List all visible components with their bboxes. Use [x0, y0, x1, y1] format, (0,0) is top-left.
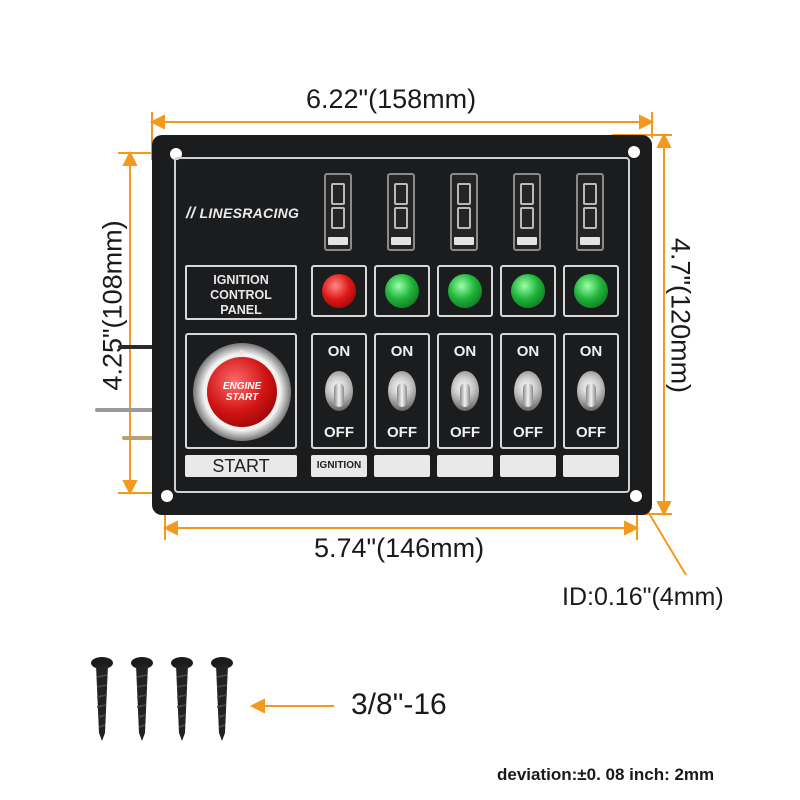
fuse-holder-icon[interactable] — [324, 173, 352, 251]
toggle-switch-4[interactable]: ON OFF — [500, 333, 556, 449]
screw-icon — [210, 656, 234, 742]
left-height-dimension: 4.25"(108mm) — [97, 220, 128, 391]
toggle-switch-3[interactable]: ON OFF — [437, 333, 493, 449]
blank-label — [500, 455, 556, 477]
engine-start-button[interactable]: ENGINE START — [193, 343, 291, 441]
indicator-lamp-5 — [563, 265, 619, 317]
panel-title: IGNITION CONTROL PANEL — [185, 265, 297, 320]
fuse-holder-icon[interactable] — [513, 173, 541, 251]
fuse-holder-icon[interactable] — [576, 173, 604, 251]
mounting-hole — [161, 490, 173, 502]
panel-frame — [174, 157, 630, 493]
screw-icon — [130, 656, 154, 742]
top-width-dimension: 6.22"(158mm) — [306, 84, 477, 114]
wire — [95, 408, 155, 412]
toggle-switch-2[interactable]: ON OFF — [374, 333, 430, 449]
screw-icon — [90, 656, 114, 742]
wire — [122, 436, 156, 440]
ignition-label: IGNITION — [311, 455, 367, 477]
start-button-housing: ENGINE START — [185, 333, 297, 449]
start-label: START — [185, 455, 297, 477]
screw-size-label: 3/8"-16 — [351, 688, 447, 721]
blank-label — [374, 455, 430, 477]
wire — [118, 345, 158, 349]
toggle-switch-5[interactable]: ON OFF — [563, 333, 619, 449]
toggle-switch-icon[interactable] — [451, 371, 479, 411]
indicator-lamp-icon — [322, 274, 356, 308]
indicator-lamp-ignition — [311, 265, 367, 317]
toggle-switch-icon[interactable] — [514, 371, 542, 411]
indicator-lamp-icon — [448, 274, 482, 308]
right-height-dimension: 4.7"(120mm) — [665, 237, 696, 394]
indicator-lamp-3 — [437, 265, 493, 317]
brand-logo: //LINESRACING — [186, 205, 299, 223]
deviation-note: deviation:±0. 08 inch: 2mm — [497, 765, 715, 784]
fuse-holder-icon[interactable] — [387, 173, 415, 251]
blank-label — [437, 455, 493, 477]
indicator-lamp-icon — [511, 274, 545, 308]
ignition-control-panel: //LINESRACING IGNITION CONTROL PANEL ENG… — [152, 135, 652, 515]
toggle-switch-ignition[interactable]: ON OFF — [311, 333, 367, 449]
fuse-holder-icon[interactable] — [450, 173, 478, 251]
hole-id-dimension: ID:0.16"(4mm) — [562, 583, 724, 611]
brand-name: LINESRACING — [199, 205, 300, 221]
toggle-switch-icon[interactable] — [388, 371, 416, 411]
engine-start-button-face[interactable]: ENGINE START — [207, 357, 277, 427]
screw-icon — [170, 656, 194, 742]
bottom-width-dimension: 5.74"(146mm) — [314, 533, 485, 563]
start-button-led-icon — [239, 350, 244, 355]
mounting-hole — [628, 146, 640, 158]
toggle-switch-icon[interactable] — [577, 371, 605, 411]
indicator-lamp-icon — [385, 274, 419, 308]
indicator-lamp-4 — [500, 265, 556, 317]
toggle-switch-icon[interactable] — [325, 371, 353, 411]
mounting-screws — [90, 656, 234, 742]
mounting-hole — [630, 490, 642, 502]
blank-label — [563, 455, 619, 477]
indicator-lamp-2 — [374, 265, 430, 317]
indicator-lamp-icon — [574, 274, 608, 308]
brand-mark-icon: // — [186, 205, 196, 222]
